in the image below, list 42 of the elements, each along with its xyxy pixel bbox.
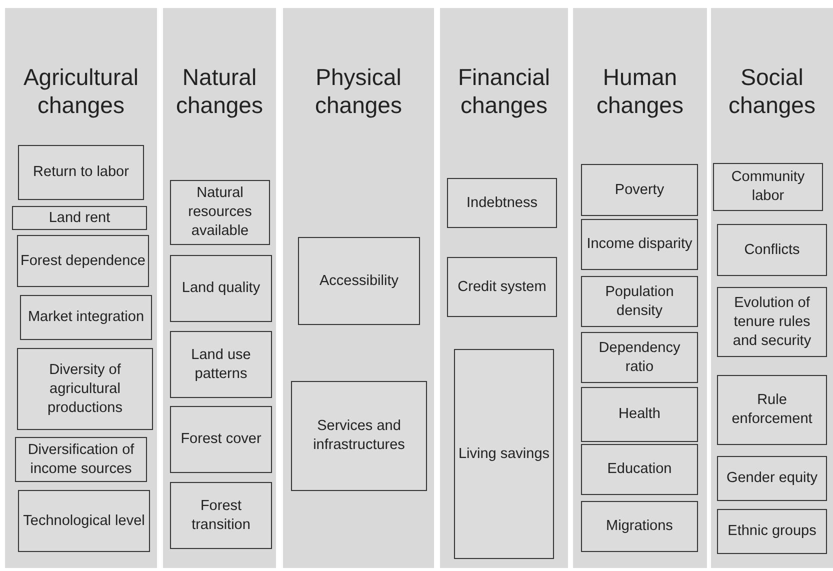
column-heading: Financial changes: [456, 63, 552, 119]
factor-box: Land use patterns: [170, 331, 272, 398]
column-band: [163, 8, 276, 568]
factor-box: Forest dependence: [17, 235, 149, 287]
column-band: [711, 8, 833, 568]
column-band: [440, 8, 568, 568]
factor-box: Forest transition: [170, 482, 272, 549]
factor-box: Credit system: [447, 257, 557, 317]
factor-box: Migrations: [581, 501, 698, 552]
factor-box: Evolution of tenure rules and security: [717, 287, 827, 357]
factor-box: Indebtness: [447, 178, 557, 228]
factor-box: Health: [581, 387, 698, 442]
factor-box: Land rent: [12, 206, 147, 230]
factor-box: Conflicts: [717, 224, 827, 276]
factor-box: Diversification of income sources: [15, 437, 147, 482]
factor-box: Market integration: [20, 295, 152, 340]
factor-box: Services and infrastructures: [291, 381, 427, 491]
column-heading: Social changes: [728, 63, 816, 119]
column-heading: Physical changes: [314, 63, 403, 119]
factor-box: Living savings: [454, 349, 554, 559]
factor-box: Forest cover: [170, 406, 272, 473]
factor-box: Return to labor: [18, 145, 144, 200]
factor-box: Ethnic groups: [717, 509, 827, 554]
column-heading: Natural changes: [175, 63, 264, 119]
factor-box: Technological level: [18, 490, 150, 552]
factor-box: Natural resources available: [170, 180, 270, 245]
factor-box: Dependency ratio: [581, 332, 698, 383]
column-heading: Human changes: [596, 63, 684, 119]
factor-box: Accessibility: [298, 237, 420, 325]
column-band: [283, 8, 434, 568]
column-band: [573, 8, 707, 568]
factor-box: Land quality: [170, 255, 272, 322]
column-heading: Agricultural changes: [22, 63, 140, 119]
column-band: [5, 8, 157, 568]
factor-box: Diversity of agricultural productions: [17, 348, 153, 430]
factor-box: Rule enforcement: [717, 375, 827, 445]
factor-box: Community labor: [713, 163, 823, 211]
factor-box: Education: [581, 444, 698, 495]
factor-box: Poverty: [581, 164, 698, 216]
factor-box: Gender equity: [717, 456, 827, 501]
factor-box: Income disparity: [581, 219, 698, 270]
factor-box: Population density: [581, 276, 698, 327]
